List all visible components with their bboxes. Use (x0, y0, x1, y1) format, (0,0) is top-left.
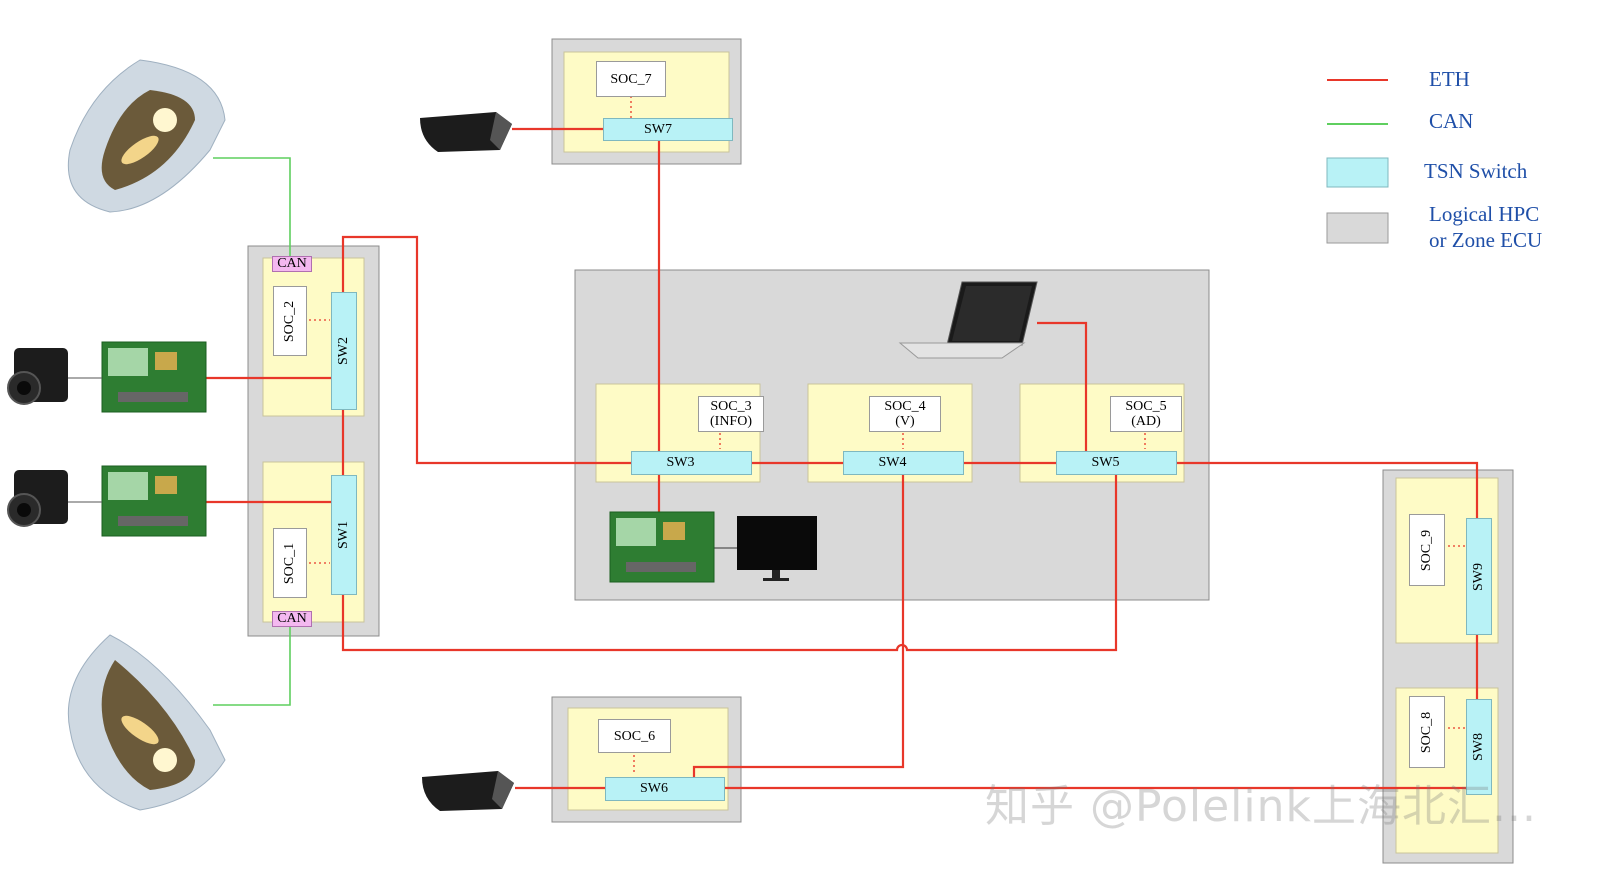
sw3-label: SW3 (666, 455, 695, 470)
soc-1: SOC_1 (273, 528, 307, 598)
soc-4: SOC_4 (V) (869, 396, 941, 432)
legend-ecu-text-line1: Logical HPC (1429, 202, 1540, 226)
switch-sw7: SW7 (603, 118, 733, 141)
circuit-board-icon (609, 511, 715, 583)
soc-9: SOC_9 (1409, 514, 1445, 586)
internal-links (304, 96, 1467, 773)
soc-5-role: (AD) (1131, 414, 1161, 429)
soc-4-role: (V) (895, 414, 915, 429)
legend-tsn-swatch (1326, 157, 1389, 188)
laptop-icon (898, 281, 1038, 359)
switch-sw1: SW1 (331, 475, 357, 595)
soc-3: SOC_3 (INFO) (698, 396, 764, 432)
camera-icon (7, 348, 102, 405)
can-links (213, 157, 291, 706)
soc-3-role: (INFO) (710, 414, 752, 429)
legend-ecu-swatch (1326, 212, 1389, 244)
headlight-icon (67, 634, 226, 811)
legend-can-text: CAN (1429, 109, 1474, 133)
soc-2: SOC_2 (273, 286, 307, 356)
legend-ecu-text-line2: or Zone ECU (1429, 228, 1543, 252)
soc-8-label: SOC_8 (1419, 711, 1435, 753)
can-badge-top: CAN (272, 256, 312, 272)
switch-sw3: SW3 (631, 451, 752, 475)
can-badge-bottom-label: CAN (277, 611, 307, 626)
switch-sw2: SW2 (331, 292, 357, 410)
sw4-label: SW4 (878, 455, 907, 470)
watermark-text: 知乎 @Polelink上海北汇... (985, 781, 1537, 832)
soc-6: SOC_6 (598, 719, 671, 753)
legend-eth-text: ETH (1429, 67, 1470, 91)
sw5-label: SW5 (1091, 455, 1120, 470)
soc-9-label: SOC_9 (1419, 529, 1435, 571)
watermark: 知乎 @Polelink上海北汇... (985, 770, 1537, 834)
headlight-icon (67, 59, 226, 213)
can-badge-bottom: CAN (272, 611, 312, 627)
legend-tsn-text: TSN Switch (1424, 159, 1528, 183)
soc-1-label: SOC_1 (282, 542, 298, 584)
soc-7: SOC_7 (596, 61, 666, 97)
soc-5: SOC_5 (AD) (1110, 396, 1182, 432)
switch-sw8: SW8 (1466, 699, 1492, 795)
switch-sw9: SW9 (1466, 518, 1492, 635)
camera-icon (7, 470, 102, 527)
soc-5-label: SOC_5 (1125, 399, 1167, 414)
legend-can-label: CAN (1429, 108, 1473, 134)
sw7-label: SW7 (644, 121, 672, 137)
can-badge-top-label: CAN (277, 256, 307, 271)
legend-tsn-label: TSN Switch (1424, 158, 1527, 184)
soc-3-label: SOC_3 (710, 399, 752, 414)
circuit-board-icon (101, 341, 207, 413)
sw6-label: SW6 (640, 781, 668, 796)
soc-2-label: SOC_2 (282, 300, 298, 342)
soc-8: SOC_8 (1409, 696, 1445, 768)
sw9-label: SW9 (1471, 562, 1486, 591)
sw2-label: SW2 (336, 337, 351, 365)
lidar-icon (422, 771, 514, 811)
lidar-icon (420, 112, 512, 152)
sw8-label: SW8 (1471, 733, 1486, 761)
soc-6-label: SOC_6 (613, 728, 656, 744)
legend-eth-label: ETH (1429, 66, 1470, 92)
switch-sw5: SW5 (1056, 451, 1177, 475)
monitor-icon (712, 516, 817, 581)
switch-sw4: SW4 (843, 451, 964, 475)
eth-links (206, 127, 1479, 790)
soc-7-label: SOC_7 (610, 71, 652, 87)
soc-4-label: SOC_4 (884, 399, 926, 414)
sw1-label: SW1 (336, 521, 351, 549)
legend-ecu-label: Logical HPC or Zone ECU (1429, 201, 1542, 253)
switch-sw6: SW6 (605, 777, 725, 801)
circuit-board-icon (101, 465, 207, 537)
